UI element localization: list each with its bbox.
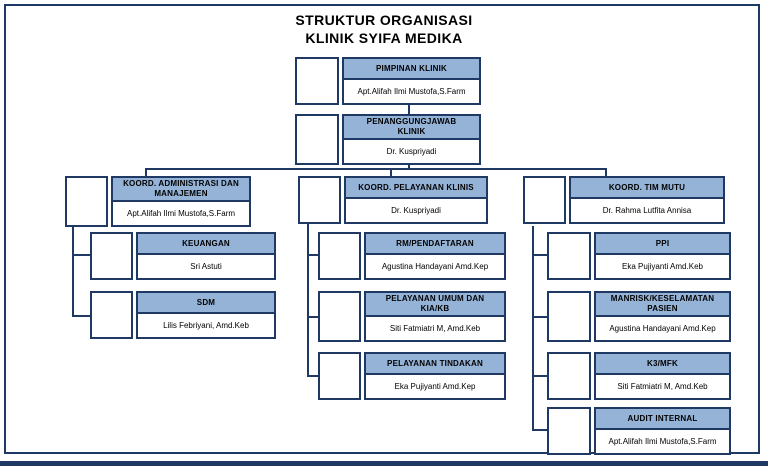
connector-line — [307, 375, 318, 377]
org-node-pelayanan-tindakan: PELAYANAN TINDAKAN Eka Pujiyanti Amd.Kep — [318, 352, 506, 400]
connector-line — [307, 316, 318, 318]
org-node-k3-mfk: K3/MFK Siti Fatmiatri M, Amd.Keb — [547, 352, 731, 400]
connector-line — [145, 168, 607, 170]
page-title-line1: STRUKTUR ORGANISASI — [295, 12, 473, 28]
node-title: KOORD. ADMINISTRASI DAN MANAJEMEN — [113, 178, 249, 202]
photo-placeholder — [318, 232, 361, 280]
photo-placeholder — [318, 291, 361, 342]
node-title: KEUANGAN — [138, 234, 274, 255]
photo-placeholder — [298, 176, 341, 224]
node-title: PENANGGUNGJAWAB KLINIK — [344, 116, 479, 140]
photo-placeholder — [523, 176, 566, 224]
photo-placeholder — [90, 232, 133, 280]
node-name: Lilis Febriyani, Amd.Keb — [138, 314, 274, 337]
connector-line — [307, 224, 309, 377]
node-title: AUDIT INTERNAL — [596, 409, 729, 430]
node-title: PELAYANAN UMUM DAN KIA/KB — [366, 293, 504, 317]
page-title-line2: KLINIK SYIFA MEDIKA — [305, 30, 463, 47]
photo-placeholder — [318, 352, 361, 400]
node-name: Dr. Kuspriyadi — [344, 140, 479, 163]
node-name: Eka Pujiyanti Amd.Keb — [596, 255, 729, 278]
connector-line — [532, 226, 534, 431]
node-name: Agustina Handayani Amd.Kep — [596, 317, 729, 340]
org-node-rm-pendaftaran: RM/PENDAFTARAN Agustina Handayani Amd.Ke… — [318, 232, 506, 280]
connector-line — [532, 375, 547, 377]
org-node-manrisk: MANRISK/KESELAMATAN PASIEN Agustina Hand… — [547, 291, 731, 342]
connector-line — [307, 254, 318, 256]
node-name: Apt.Alifah Ilmi Mustofa,S.Farm — [113, 202, 249, 225]
photo-placeholder — [547, 352, 591, 400]
connector-line — [72, 224, 74, 317]
photo-placeholder — [547, 291, 591, 342]
node-title: PIMPINAN KLINIK — [344, 59, 479, 80]
connector-line — [145, 168, 147, 178]
node-title: KOORD. TIM MUTU — [571, 178, 723, 199]
node-title: MANRISK/KESELAMATAN PASIEN — [596, 293, 729, 317]
node-title: PELAYANAN TINDAKAN — [366, 354, 504, 375]
connector-line — [532, 429, 547, 431]
connector-line — [605, 168, 607, 178]
node-name: Eka Pujiyanti Amd.Kep — [366, 375, 504, 398]
connector-line — [532, 316, 547, 318]
org-node-ppi: PPI Eka Pujiyanti Amd.Keb — [547, 232, 731, 280]
node-name: Sri Astuti — [138, 255, 274, 278]
photo-placeholder — [90, 291, 133, 339]
connector-line — [390, 168, 392, 178]
node-title: PPI — [596, 234, 729, 255]
connector-line — [408, 101, 410, 116]
org-node-koord-admin: KOORD. ADMINISTRASI DAN MANAJEMEN Apt.Al… — [65, 176, 251, 227]
node-name: Agustina Handayani Amd.Kep — [366, 255, 504, 278]
node-title: SDM — [138, 293, 274, 314]
node-title: RM/PENDAFTARAN — [366, 234, 504, 255]
page-title: STRUKTUR ORGANISASI KLINIK SYIFA MEDIKA — [0, 11, 768, 47]
photo-placeholder — [547, 232, 591, 280]
org-node-audit-internal: AUDIT INTERNAL Apt.Alifah Ilmi Mustofa,S… — [547, 407, 731, 455]
org-node-keuangan: KEUANGAN Sri Astuti — [90, 232, 276, 280]
page-bottom-bar — [0, 461, 768, 466]
node-name: Siti Fatmiatri M, Amd.Keb — [366, 317, 504, 340]
org-node-koord-mutu: KOORD. TIM MUTU Dr. Rahma Lutfita Annisa — [523, 176, 725, 224]
org-node-pimpinan: PIMPINAN KLINIK Apt.Alifah Ilmi Mustofa,… — [295, 57, 481, 105]
photo-placeholder — [295, 57, 339, 105]
node-name: Dr. Kuspriyadi — [346, 199, 486, 222]
connector-line — [72, 254, 90, 256]
connector-line — [72, 315, 90, 317]
node-name: Siti Fatmiatri M, Amd.Keb — [596, 375, 729, 398]
org-node-koord-pelayanan: KOORD. PELAYANAN KLINIS Dr. Kuspriyadi — [298, 176, 488, 224]
node-name: Apt.Alifah Ilmi Mustofa,S.Farm — [596, 430, 729, 453]
node-title: K3/MFK — [596, 354, 729, 375]
connector-line — [532, 254, 547, 256]
node-name: Apt.Alifah Ilmi Mustofa,S.Farm — [344, 80, 479, 103]
org-node-penanggung-jawab: PENANGGUNGJAWAB KLINIK Dr. Kuspriyadi — [295, 114, 481, 165]
org-node-sdm: SDM Lilis Febriyani, Amd.Keb — [90, 291, 276, 339]
photo-placeholder — [547, 407, 591, 455]
org-node-pelayanan-umum: PELAYANAN UMUM DAN KIA/KB Siti Fatmiatri… — [318, 291, 506, 342]
node-name: Dr. Rahma Lutfita Annisa — [571, 199, 723, 222]
photo-placeholder — [65, 176, 108, 227]
photo-placeholder — [295, 114, 339, 165]
node-title: KOORD. PELAYANAN KLINIS — [346, 178, 486, 199]
